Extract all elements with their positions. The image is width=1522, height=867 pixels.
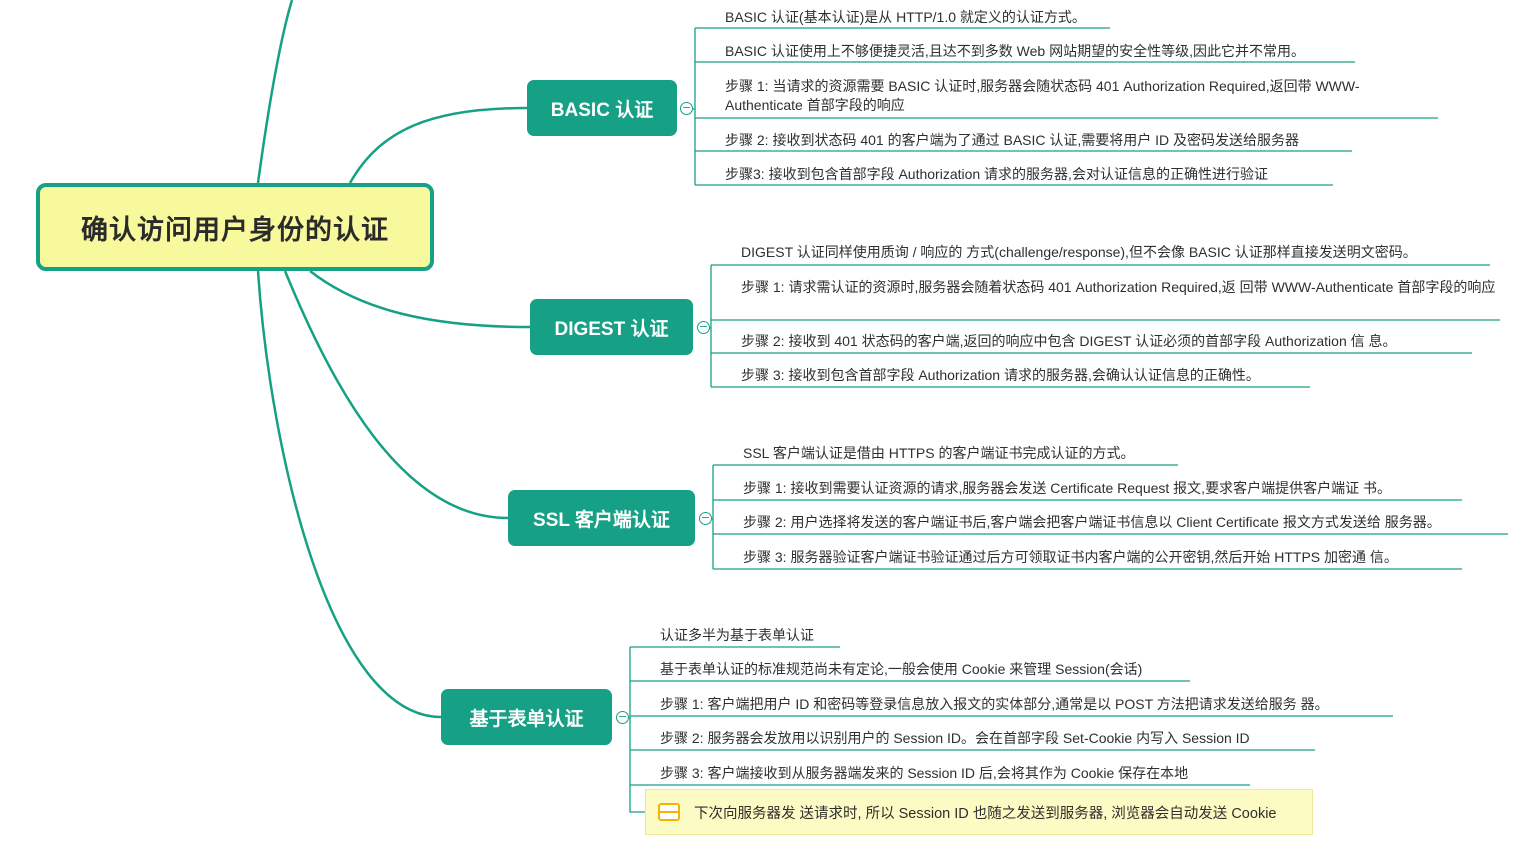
digest-item-1[interactable]: DIGEST 认证同样使用质询 / 响应的 方式(challenge/respo… <box>741 244 1417 260</box>
branch-label: 基于表单认证 <box>469 708 584 730</box>
form-note-text: 下次向服务器发 送请求时, 所以 Session ID 也随之发送到服务器, 浏… <box>694 805 1277 822</box>
root-upward-line <box>256 0 294 184</box>
form-item-1[interactable]: 认证多半为基于表单认证 <box>660 627 814 643</box>
root-to-form-line <box>256 270 442 719</box>
root-topic-label: 确认访问用户身份的认证 <box>81 214 389 245</box>
branch-basic-auth[interactable]: BASIC 认证 <box>527 80 677 136</box>
root-to-ssl-line <box>283 270 509 520</box>
root-to-basic-line <box>348 106 528 184</box>
branch-label: DIGEST 认证 <box>554 318 669 340</box>
form-item-5[interactable]: 步骤 3: 客户端接收到从服务器端发来的 Session ID 后,会将其作为 … <box>660 765 1189 781</box>
digest-item-2[interactable]: 步骤 1: 请求需认证的资源时,服务器会随着状态码 401 Authorizat… <box>741 279 1496 295</box>
form-item-4[interactable]: 步骤 2: 服务器会发放用以识别用户的 Session ID。会在首部字段 Se… <box>660 730 1250 746</box>
collapse-basic-icon[interactable]: − <box>680 101 693 115</box>
branch-label: SSL 客户端认证 <box>533 509 670 531</box>
note-icon <box>658 803 680 821</box>
basic-item-1[interactable]: BASIC 认证(基本认证)是从 HTTP/1.0 就定义的认证方式。 <box>725 9 1086 25</box>
form-item-3[interactable]: 步骤 1: 客户端把用户 ID 和密码等登录信息放入报文的实体部分,通常是以 P… <box>660 696 1329 712</box>
form-item-2[interactable]: 基于表单认证的标准规范尚未有定论,一般会使用 Cookie 来管理 Sessio… <box>660 661 1143 677</box>
root-to-digest-line <box>309 270 531 329</box>
root-topic[interactable]: 确认访问用户身份的认证 <box>36 183 434 271</box>
ssl-item-1[interactable]: SSL 客户端认证是借由 HTTPS 的客户端证书完成认证的方式。 <box>743 445 1135 461</box>
branch-label: BASIC 认证 <box>550 99 654 121</box>
collapse-ssl-icon[interactable]: − <box>699 511 712 525</box>
branch-digest-auth[interactable]: DIGEST 认证 <box>530 299 693 355</box>
digest-item-4[interactable]: 步骤 3: 接收到包含首部字段 Authorization 请求的服务器,会确认… <box>741 367 1260 383</box>
branch-ssl-client-auth[interactable]: SSL 客户端认证 <box>508 490 695 546</box>
form-note[interactable]: 下次向服务器发 送请求时, 所以 Session ID 也随之发送到服务器, 浏… <box>645 789 1313 835</box>
basic-item-3[interactable]: 步骤 1: 当请求的资源需要 BASIC 认证时,服务器会随状态码 401 Au… <box>725 78 1360 113</box>
branch-form-auth[interactable]: 基于表单认证 <box>441 689 612 745</box>
basic-item-2[interactable]: BASIC 认证使用上不够便捷灵活,且达不到多数 Web 网站期望的安全性等级,… <box>725 43 1305 59</box>
collapse-digest-icon[interactable]: − <box>697 320 710 334</box>
note-connector-line <box>629 785 645 813</box>
ssl-item-4[interactable]: 步骤 3: 服务器验证客户端证书验证通过后方可领取证书内客户端的公开密钥,然后开… <box>743 549 1398 565</box>
ssl-item-3[interactable]: 步骤 2: 用户选择将发送的客户端证书后,客户端会把客户端证书信息以 Clien… <box>743 514 1441 530</box>
basic-item-5[interactable]: 步骤3: 接收到包含首部字段 Authorization 请求的服务器,会对认证… <box>725 166 1268 182</box>
collapse-form-icon[interactable]: − <box>616 710 629 724</box>
digest-item-3[interactable]: 步骤 2: 接收到 401 状态码的客户端,返回的响应中包含 DIGEST 认证… <box>741 333 1397 349</box>
basic-item-4[interactable]: 步骤 2: 接收到状态码 401 的客户端为了通过 BASIC 认证,需要将用户… <box>725 132 1300 148</box>
ssl-item-2[interactable]: 步骤 1: 接收到需要认证资源的请求,服务器会发送 Certificate Re… <box>743 480 1391 496</box>
